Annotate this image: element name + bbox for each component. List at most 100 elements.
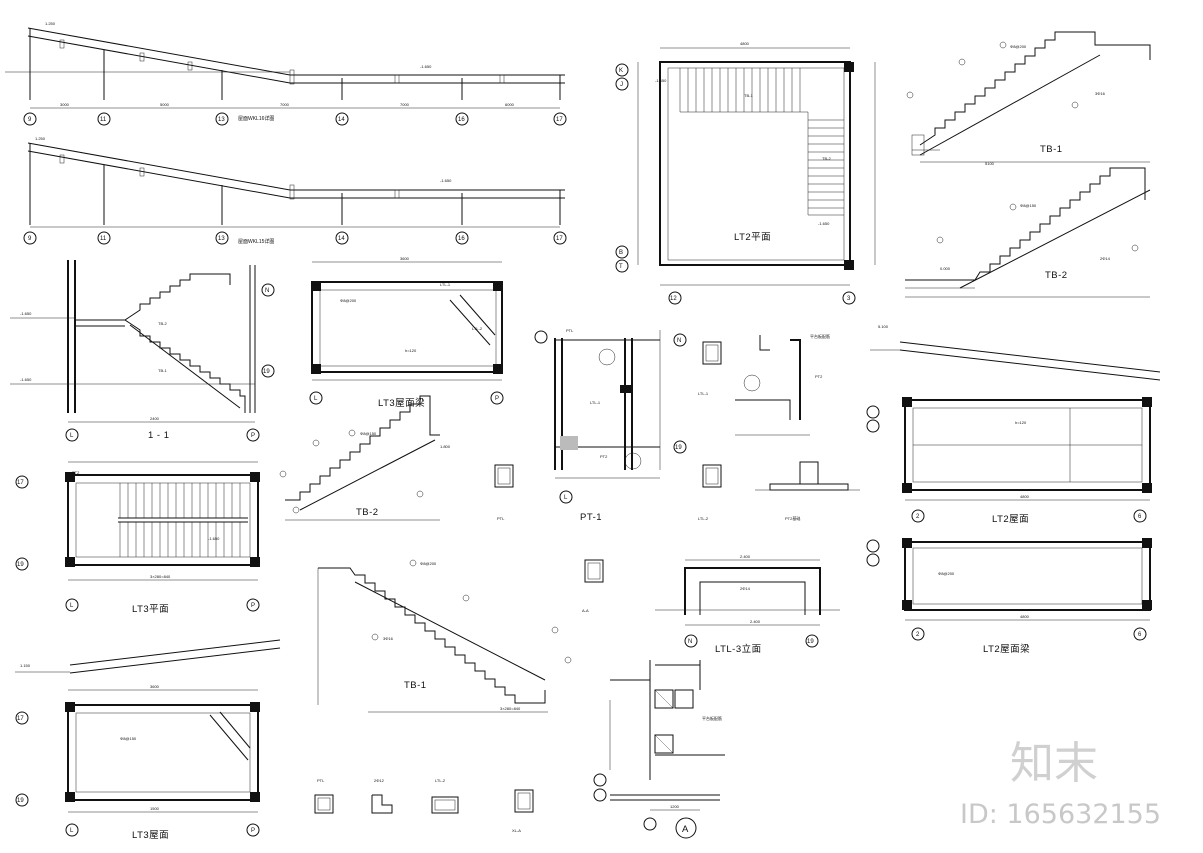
- tb2-top-title: TB-2: [1045, 270, 1068, 281]
- watermark-logo: 知末: [1010, 738, 1098, 789]
- lt2rb-dim: 4800: [1020, 614, 1030, 619]
- lt3p-dim: 3×280=840: [150, 574, 171, 579]
- axis-bubble: [335, 231, 349, 245]
- lt3-roof-beam-title: LT3屋面梁: [378, 397, 425, 409]
- pt1-pt2: PT2: [600, 454, 608, 459]
- section-1-1: -1.650 -1.650 2400 TB-2 TB-1 L P 1 - 1: [10, 260, 260, 442]
- lt3-plan: PT2 3×280=840 -1.650 17 19 L P LT3平面: [15, 461, 260, 615]
- axis-lt3p-19: 19: [17, 562, 24, 568]
- pt1-title: PT-1: [580, 512, 602, 523]
- ltl3-dim-2: 2.400: [750, 619, 761, 624]
- axis-lt2rb-6: 6: [1138, 632, 1142, 638]
- lt2-tb1-label: TB-1: [744, 93, 753, 98]
- axis-lt3r-l: L: [70, 828, 74, 834]
- axis-pt1-n: N: [677, 338, 681, 344]
- axis-wkl16-11: 11: [100, 117, 107, 123]
- bottom-section-details: PTL 2Φ12 LTL-2 XL-A: [314, 778, 534, 833]
- lt2-roof: 5.100 h=120 4800 2 6 LT2屋面: [866, 324, 1161, 525]
- lt2r-dim: h=120: [1015, 420, 1027, 425]
- wkl15-title: 屋面WKL15详图: [238, 238, 274, 245]
- axis-wkl16-13: 13: [218, 117, 225, 123]
- tb1-top-title: TB-1: [1040, 144, 1063, 155]
- s11-elev-2: -1.650: [20, 377, 32, 382]
- ltl3-title: LTL-3立面: [715, 643, 762, 655]
- wkl16-dim-5: 6000: [505, 102, 515, 107]
- pt1-ltl1: LTL-1: [590, 400, 601, 405]
- section-1-1-title: 1 - 1: [148, 430, 170, 441]
- s11-tb1: TB-1: [158, 368, 167, 373]
- bot-label-2: 2Φ12: [374, 778, 385, 783]
- pt1-ptl: PTL: [566, 328, 574, 333]
- watermark-id: ID: 165632155: [960, 799, 1161, 830]
- axis-bubble: [15, 557, 29, 571]
- axis-lt3b-p: P: [495, 396, 499, 402]
- axis-bubble: [842, 291, 856, 305]
- axis-bubble: [23, 231, 37, 245]
- lt2-dim-top: 4800: [740, 41, 750, 46]
- axis-bubble: [1133, 627, 1147, 641]
- axis-bubble: [866, 539, 880, 553]
- axis-lt3p-17: 17: [17, 480, 24, 486]
- lt3b-rebar-1: Φ8@200: [340, 298, 357, 303]
- axis-wkl15-16: 16: [458, 236, 465, 242]
- s11-tb: TB-2: [158, 321, 167, 326]
- axis-bubble: [615, 245, 629, 259]
- detail-a: 平台板配筋 1200 A: [593, 660, 725, 839]
- lt2-elev-b: -1.650: [818, 221, 830, 226]
- wkl16-dim-1: 3000: [60, 102, 70, 107]
- axis-bubble: [261, 364, 275, 378]
- ltl1-title: LTL-1: [698, 391, 709, 396]
- lt3b-rebar-2: h=120: [405, 348, 417, 353]
- axis-wkl16-16: 16: [458, 117, 465, 123]
- section-aa-title: A-A: [582, 608, 589, 613]
- tb1-mid-title: TB-1: [404, 680, 427, 691]
- wkl15-elev-1: 1.250: [35, 136, 46, 141]
- axis-bubble: [455, 231, 469, 245]
- lt2-upper-flight: [679, 68, 808, 113]
- tb2m-rebar: Φ8@150: [360, 431, 377, 436]
- axis-bubble: [15, 475, 29, 489]
- axis-wkl16-17: 17: [556, 117, 563, 123]
- axis-lt2r-6: 6: [1138, 514, 1142, 520]
- tb2-top-detail: 0.000 Φ8@150 2Φ14 TB-2: [905, 167, 1151, 298]
- axis-wkl15-11: 11: [100, 236, 107, 242]
- detail-a-bubble: [675, 817, 697, 839]
- lt3p-pt: PT2: [72, 470, 80, 475]
- axis-bubble: [593, 773, 607, 787]
- axis-bubble: [866, 405, 880, 419]
- lt2-roof-beam-title: LT2屋面梁: [983, 643, 1030, 655]
- pt2-base: PT2基础: [755, 461, 860, 521]
- lt2-elev: -1.650: [655, 78, 667, 83]
- tb1-dim: 5100: [985, 161, 995, 166]
- axis-bubble: [246, 428, 260, 442]
- lt2-tb2-label: TB-2: [822, 156, 831, 161]
- axis-bubble: [668, 291, 682, 305]
- axis-lt3b-n: N: [265, 288, 269, 294]
- axis-lt2-t: T: [619, 264, 623, 270]
- axis-bubble: [65, 428, 79, 442]
- lt3p-elev: -1.650: [208, 536, 220, 541]
- axis-bubble: [534, 330, 548, 344]
- axis-bubble: [673, 333, 687, 347]
- beam-sections-mid: PTL LTL-1 LTL-2 A-A: [494, 341, 722, 613]
- axis-lt3r-19: 19: [17, 798, 24, 804]
- axis-bubble: [455, 112, 469, 126]
- axis-wkl16-14: 14: [338, 117, 345, 123]
- pt1-plan: PTL LTL-1 PT2 N 19 L PT-1: [534, 328, 687, 523]
- pt2-note: 平台板配筋: [810, 333, 830, 339]
- axis-bubble: [866, 553, 880, 567]
- axis-bubble: [97, 231, 111, 245]
- lt2-side-flight: [807, 112, 844, 216]
- axis-lt3r-17: 17: [17, 716, 24, 722]
- pt2-elevation: 平台板配筋 PT2: [735, 333, 830, 436]
- ptl-title: PTL: [497, 516, 505, 521]
- wkl16-dim-3: 7000: [280, 102, 290, 107]
- lt2-roof-title: LT2屋面: [992, 514, 1029, 525]
- axis-bubble: [673, 440, 687, 454]
- axis-bubble: [309, 391, 323, 405]
- tb2-elev: 0.000: [940, 266, 951, 271]
- tb1-mid-detail: Φ8@200 3Φ16 3×280=840 TB-1: [317, 559, 572, 713]
- ltl2-title: LTL-2: [698, 516, 709, 521]
- ltl3-dim-1: 2.400: [740, 554, 751, 559]
- axis-bubble: [911, 627, 925, 641]
